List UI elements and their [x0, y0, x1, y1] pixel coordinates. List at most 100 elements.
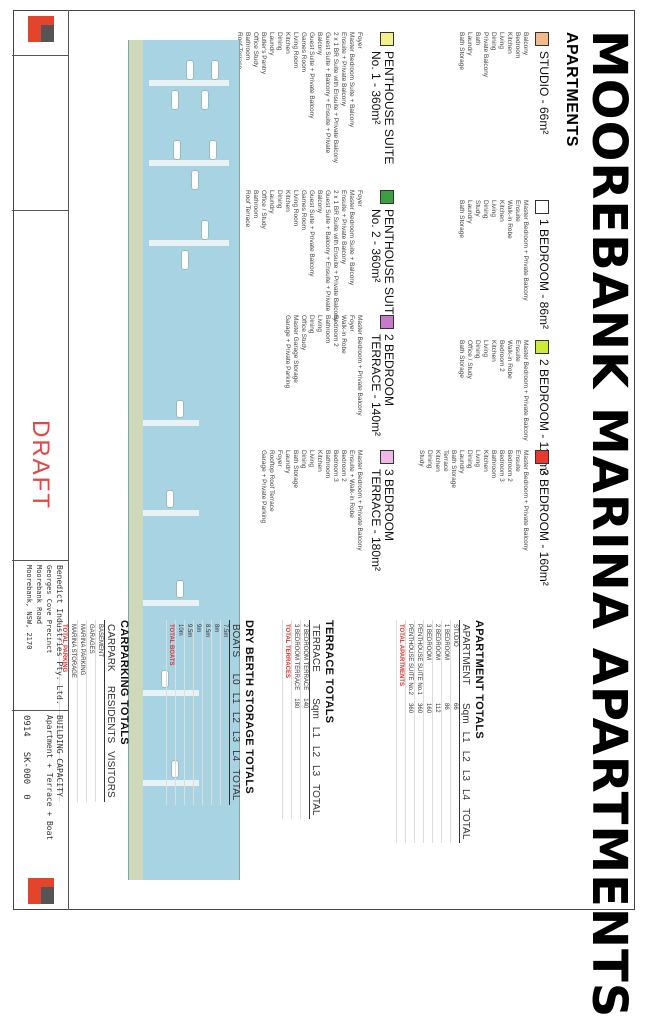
3-bedroom-label: 3 BEDROOM - 160m²	[537, 469, 551, 586]
column-header: CARPARK	[104, 620, 116, 682]
table-row: 10m	[175, 620, 185, 805]
list-item: Master Bedroom Suite + Balcony	[348, 190, 355, 286]
penthouse-1-label: PENTHOUSE SUITE	[382, 51, 396, 165]
column-header: L3	[309, 761, 321, 781]
list-item: Kitchen	[482, 450, 489, 472]
column-header: TOTAL	[229, 765, 241, 805]
list-item: Kitchen	[434, 450, 441, 472]
column-header: APARTMENT	[459, 620, 471, 700]
table-total-row: TOTAL APARTMENTS	[396, 620, 406, 844]
list-item: Dining	[300, 450, 307, 469]
list-item: Kitchen	[284, 32, 291, 54]
list-item: Guest Suite + Balcony + Ensuite + Privat…	[316, 32, 331, 154]
list-item: Dining	[426, 450, 433, 469]
column-header: Sqm	[459, 699, 471, 728]
list-item: Games Room	[300, 32, 307, 73]
1-bedroom-swatch	[535, 200, 549, 214]
list-item: Office Study	[300, 315, 307, 351]
list-item: Rooftop Roof Terrace	[268, 450, 275, 512]
list-item: Foyer	[356, 190, 363, 207]
column-header: L4	[229, 746, 241, 766]
list-item: Master Bedroom + Private Balcony	[522, 450, 529, 551]
list-item: Living Room	[292, 32, 299, 69]
table-row: 8.5m	[202, 620, 212, 805]
list-item: Living	[308, 450, 315, 467]
list-item: Dining	[276, 32, 283, 51]
list-item: Ensuite	[514, 200, 521, 222]
list-item: Study	[418, 450, 425, 467]
table-row: MARINA STORAGE	[68, 620, 78, 802]
list-item: Bath Storage	[292, 450, 299, 488]
dry-berth-totals-caption: DRY BERTH STORAGE TOTALS	[243, 620, 255, 795]
table-row: GARAGES	[86, 620, 96, 802]
list-item: Master Garage Storage	[292, 315, 299, 383]
carparking-totals-caption: CARPARKING TOTALS	[118, 620, 130, 745]
table-row: 8m	[211, 620, 221, 805]
list-item: Living	[316, 315, 323, 332]
2-bedroom-terrace-size: TERRACE - 140m²	[369, 334, 383, 437]
list-item: Ensuite + Private Balcony	[340, 32, 347, 107]
column-header: L2	[459, 746, 471, 766]
list-item: Kitchen	[498, 200, 505, 222]
project-title: MOOREBANK MARINA APARTMENTS	[581, 30, 637, 1018]
list-item: Foyer	[348, 315, 355, 332]
column-header: TERRACE	[309, 620, 321, 695]
list-item: Bathroom	[252, 190, 259, 219]
list-item: Dining	[276, 190, 283, 209]
list-item: Dining	[482, 200, 489, 219]
table-row: MARINA PARKING	[77, 620, 87, 802]
list-item: Ensuite + Walk-in Robe	[348, 450, 355, 518]
list-item: Guest Suite + Private Balcony	[308, 32, 315, 119]
column-header: BOATS	[229, 620, 241, 670]
penthouse-1-size: No. 1 - 360m²	[369, 51, 383, 125]
list-item: Master Bedroom + Private Balcony	[356, 315, 363, 416]
list-item: Living Room	[292, 190, 299, 227]
list-item: Games Room	[300, 190, 307, 231]
list-item: Butler's Pantry	[260, 32, 267, 75]
list-item: 2 x 1 BR Suite with Ensuite + Private Ba…	[332, 190, 339, 321]
list-item: Bedroom 3	[332, 450, 339, 482]
sheet-number: SK-000	[21, 751, 31, 785]
revisions-cell	[12, 210, 68, 411]
project-street: Moorebank Road	[35, 565, 43, 625]
title-block: DRAFT Benedict Industries Pty. Ltd. Geor…	[12, 10, 69, 910]
column-header: TOTAL	[459, 804, 471, 844]
list-item: Living	[474, 450, 481, 467]
client-cell: Benedict Industries Pty. Ltd. Georges Co…	[12, 560, 68, 710]
list-item: Bathroom	[324, 450, 331, 479]
drawing-sheet: MOOREBANK MARINA APARTMENTS APARTMENTS S…	[0, 0, 652, 923]
column-header: L4	[459, 784, 471, 805]
studio-swatch	[535, 32, 549, 46]
list-item: Bathroom	[244, 32, 251, 61]
table-row: 9.5m	[184, 620, 194, 805]
list-item: Kitchen	[284, 190, 291, 212]
sheet-border	[13, 10, 635, 910]
list-item: Office Study	[252, 32, 259, 68]
list-item: Study	[474, 200, 481, 217]
list-item: Roof Terrace	[244, 190, 251, 228]
column-header: L1	[309, 722, 321, 742]
list-item: Guest Suite + Balcony + Ensuite + Privat…	[316, 190, 331, 312]
list-item: Office / Study	[260, 190, 267, 229]
3-bedroom-terrace-label: 3 BEDROOM	[382, 469, 396, 542]
unit-1-bedroom: 1 BEDROOM - 86m² Master Bedroom + Privat…	[457, 200, 551, 340]
list-item: Dining	[308, 315, 315, 334]
column-header: L3	[229, 726, 241, 747]
studio-label: STUDIO - 66m²	[537, 51, 551, 135]
list-item: Walk-in Robe	[506, 200, 513, 239]
3-bedroom-terrace-size: TERRACE - 180m²	[369, 469, 383, 572]
list-item: Bedroom 2	[340, 450, 347, 482]
